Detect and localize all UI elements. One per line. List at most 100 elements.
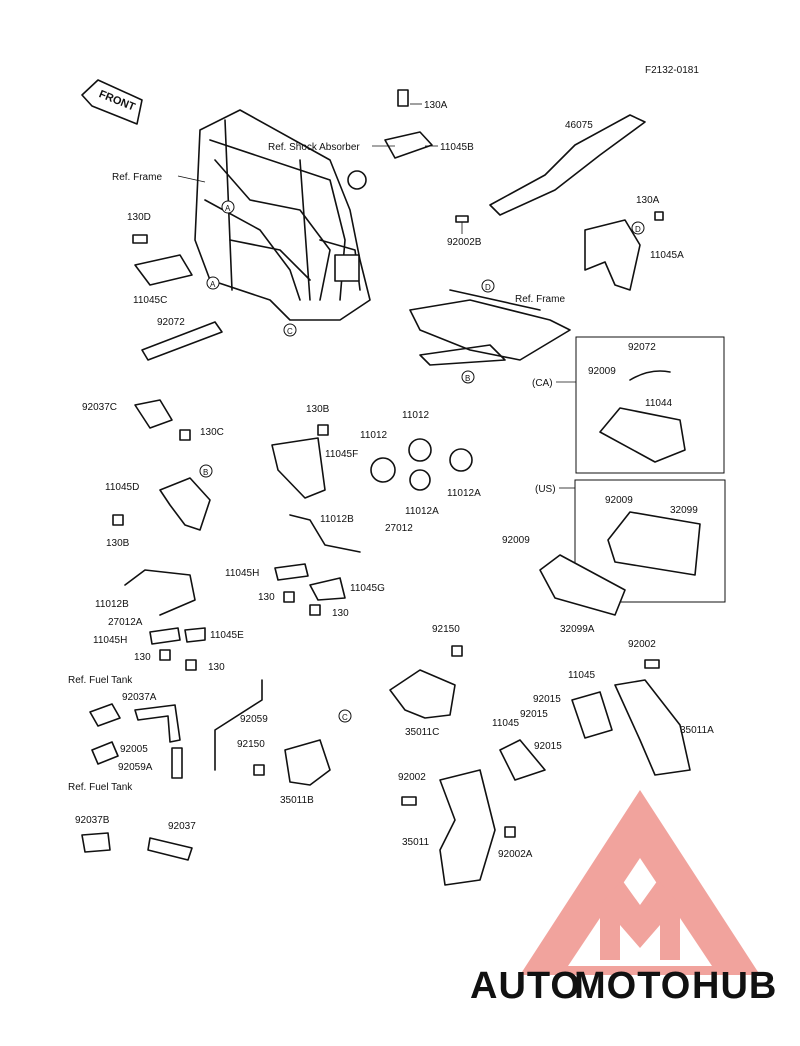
strap-92072-left-illustration [141,321,223,361]
watermark-m-mark [600,880,680,960]
part-130-left-l: 130 [134,652,151,663]
ref-fuel-tank-label-2: Ref. Fuel Tank [68,782,133,793]
callout-b-left-letter: B [203,468,208,477]
automotohub-wordmark: AUTO MOTO HUB [470,965,776,1007]
part-92002A: 92002A [498,849,533,860]
part-92002-right: 92002 [628,639,656,650]
callout-c-frame [283,323,297,337]
part-46075: 46075 [565,120,593,131]
callout-b-frame-letter: B [465,374,470,383]
bracket-11045C-illustration [134,254,193,286]
part-11045D: 11045D [105,482,139,493]
watermark-word-moto: MOTO [574,965,691,1007]
callout-a-left-letter: A [210,280,216,289]
callout-c-frame-letter: C [287,327,293,336]
ref-shock-absorber-label: Ref. Shock Absorber [268,142,360,153]
callout-b-frame [461,370,475,384]
bracket-11045F-illustration [271,437,326,499]
main-frame-illustration [194,109,371,321]
footrest-35011-illustration [439,769,496,886]
part-11012-b: 11012 [402,410,430,421]
part-11012A-b: 11012A [405,506,439,517]
bracket-46075-illustration [489,114,646,216]
tray-11044-illustration [599,407,686,463]
part-11044: 11044 [645,398,673,409]
part-35011A: 35011A [680,725,714,736]
part-35011B: 35011B [280,795,314,806]
part-92150-top: 92150 [432,624,460,635]
callout-d-right [631,221,645,235]
bracket-11045A-illustration [584,219,641,291]
part-11045H-mid: 11045H [225,568,259,579]
part-92015-c: 92015 [534,741,562,752]
callout-d-frame-letter: D [485,283,491,292]
part-11012B-left: 11012B [95,599,129,610]
part-11012A-a: 11012A [447,488,481,499]
harness-mid-illustration [289,514,361,553]
part-92037C: 92037C [82,402,117,413]
front-direction-tag: FRONT [81,79,143,125]
callout-b-left [199,464,213,478]
watermark-word-auto: AUTO [470,965,581,1007]
hose-92059-illustration [214,679,263,771]
callout-d-frame [481,279,495,293]
part-35011: 35011 [402,837,430,848]
grommet-lower-illustration [409,469,431,491]
bracket-35011B-illustration [284,739,331,786]
canister-32099-illustration [607,511,701,576]
part-130A-right: 130A [636,195,660,206]
bracket-11045D-illustration [159,477,211,531]
part-92059: 92059 [240,714,268,725]
clip-92037-illustration [147,837,193,861]
callout-d-right-letter: D [635,225,641,234]
clip-92037B-illustration [81,832,111,853]
part-130-mid-r: 130 [332,608,349,619]
part-92002B: 92002B [447,237,482,248]
ca-region-label: (CA) [532,378,553,389]
part-130B-left: 130B [106,538,130,549]
part-92015-a: 92015 [533,694,561,705]
bracket-11045-left-illustration [499,739,546,781]
ca-variant-box [575,336,725,474]
part-11045C: 11045C [133,295,167,306]
part-92037B: 92037B [75,815,110,826]
part-92002-left: 92002 [398,772,426,783]
grommet-left-illustration [370,457,396,483]
part-130B-top: 130B [306,404,330,415]
part-11045-b: 11045 [492,718,520,729]
part-130C: 130C [200,427,224,438]
part-130A-top: 130A [424,100,448,111]
part-92150-low: 92150 [237,739,265,750]
us-variant-box [574,479,726,603]
part-130-left-r: 130 [208,662,225,673]
part-11045H-left: 11045H [93,635,127,646]
hose-lower-illustration [91,741,119,765]
part-92005: 92005 [120,744,148,755]
grommet-right-illustration [449,448,473,472]
part-11045-a: 11045 [568,670,596,681]
part-92037: 92037 [168,821,196,832]
part-11045E: 11045E [210,630,244,641]
bracket-35011C-illustration [389,669,456,719]
us-region-label: (US) [535,484,556,495]
ref-frame-label-1: Ref. Frame [112,172,162,183]
seat-rail-frame-illustration [409,289,571,366]
part-11045A: 11045A [650,250,684,261]
callout-c-low [338,709,352,723]
ref-frame-label-2: Ref. Frame [515,294,565,305]
ref-fuel-tank-label-1: Ref. Fuel Tank [68,675,133,686]
shock-mount-illustration [347,89,433,190]
harness-left-illustration [124,569,196,616]
callout-a-frame-letter: A [225,204,231,213]
diagram-code: F2132-0181 [645,65,699,76]
part-92072-ca: 92072 [628,342,656,353]
part-92009-us: 92009 [605,495,633,506]
grommet-center-illustration [408,438,432,462]
footrest-35011A-illustration [614,679,691,776]
part-35011C: 35011C [405,727,439,738]
clip-92037C-illustration [134,399,173,429]
callout-a-left [206,276,220,290]
callout-c-low-letter: C [342,713,348,722]
part-11012-a: 11012 [360,430,388,441]
part-11045G: 11045G [350,583,385,594]
